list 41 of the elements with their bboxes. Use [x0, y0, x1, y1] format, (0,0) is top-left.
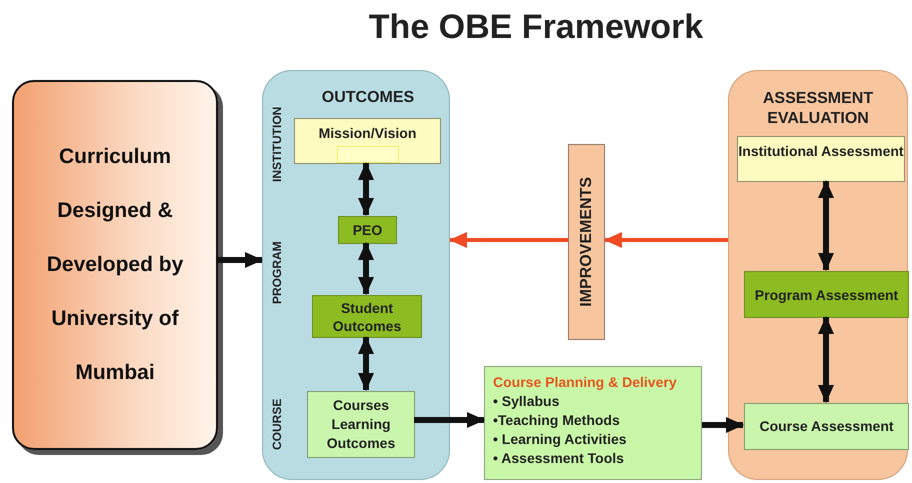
process-box: [744, 403, 909, 450]
bullet-item: • Learning Activities: [493, 430, 627, 449]
process-box: [737, 136, 905, 182]
process-box: [307, 391, 415, 458]
arrow: [449, 232, 568, 248]
double-arrow: [358, 336, 374, 391]
level-label: PROGRAM: [269, 240, 285, 306]
box-label: Curriculum Designed & Developed by University of Mumbai: [46, 144, 184, 386]
bullet-item: • Syllabus: [493, 392, 560, 411]
double-arrow: [818, 316, 834, 403]
arrow: [604, 232, 728, 248]
double-arrow: [358, 242, 374, 295]
double-arrow: [818, 180, 834, 271]
bullet-item: •Teaching Methods: [493, 411, 620, 430]
box-label: Student Outcomes: [332, 298, 402, 334]
assessment-panel: [728, 70, 908, 480]
arrow: [702, 417, 744, 433]
bullet-item: • Assessment Tools: [493, 449, 624, 468]
process-box: [484, 366, 702, 480]
process-box: [312, 295, 422, 338]
panel-heading: ASSESSMENT EVALUATION: [762, 89, 874, 129]
box-label: Course Assessment: [759, 417, 894, 436]
double-arrow: [358, 162, 374, 216]
box-label: Institutional Assessment: [738, 142, 904, 161]
process-box: [744, 271, 909, 318]
box-label: Mission/Vision: [318, 124, 416, 143]
box-label: Course Planning & Delivery: [493, 373, 677, 392]
process-box: [338, 216, 397, 244]
diagram-title: The OBE Framework: [368, 8, 704, 47]
level-label: INSTITUTION: [269, 105, 285, 184]
outcomes-panel: [262, 70, 450, 480]
box-label: PEO: [352, 221, 382, 239]
arrow: [414, 412, 485, 428]
box-label: Courses Learning Outcomes: [326, 396, 396, 453]
panel-heading: OUTCOMES: [320, 89, 414, 107]
arrow: [218, 252, 263, 268]
process-box: [294, 118, 441, 164]
improvements-box: [568, 144, 605, 340]
level-label: COURSE: [269, 397, 285, 452]
box-label: IMPROVEMENTS: [578, 177, 596, 307]
box-label: Program Assessment: [754, 286, 898, 304]
